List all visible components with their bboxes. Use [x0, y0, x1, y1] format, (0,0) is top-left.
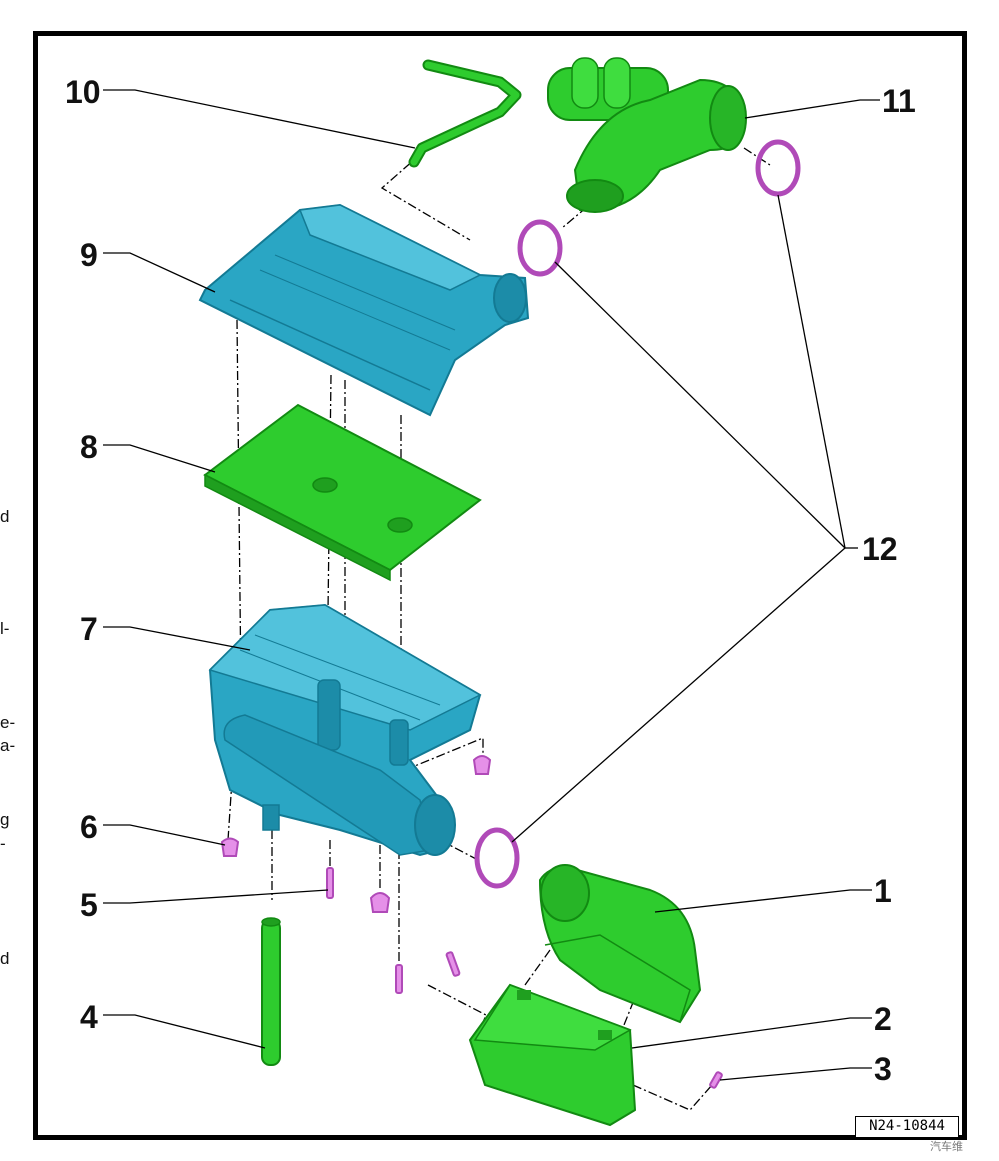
- part-4-drain-tube: [261, 917, 281, 1066]
- part-10-breather-hose: [408, 59, 522, 168]
- assembly-line: [380, 151, 471, 241]
- leader-lines: [103, 89, 880, 1081]
- leader-line-12: [777, 194, 846, 549]
- clips: [220, 139, 801, 1089]
- assembly-line: [427, 984, 487, 1031]
- part-7-lower-housing: [208, 603, 482, 857]
- assembly-line: [236, 319, 242, 691]
- screw-6: [220, 837, 240, 857]
- screw-3: [709, 1071, 723, 1089]
- leader-line-7: [103, 626, 251, 651]
- callout-3: 3: [874, 1051, 892, 1087]
- clip: [472, 755, 492, 775]
- callout-10: 10: [65, 74, 101, 110]
- side-text-fragment: d: [0, 507, 10, 526]
- screw: [395, 964, 403, 994]
- leader-line-1: [654, 889, 872, 913]
- leader-line-4: [103, 1014, 266, 1049]
- callout-4: 4: [80, 999, 98, 1035]
- leader-line-12: [554, 261, 846, 549]
- callout-2: 2: [874, 1001, 892, 1037]
- part-1-intake-snorkel: [538, 864, 702, 1024]
- side-text-fragment: g: [0, 810, 10, 829]
- leader-line-10: [103, 89, 416, 149]
- clip: [369, 892, 391, 913]
- callout-5: 5: [80, 887, 98, 923]
- callout-6: 6: [80, 809, 98, 845]
- side-text-fragment: l-: [0, 619, 10, 638]
- side-text-fragment: a-: [0, 736, 16, 755]
- hose-clamp: [474, 827, 520, 889]
- callout-7: 7: [80, 611, 98, 647]
- leader-line-5: [103, 889, 329, 904]
- watermark: 汽车维: [930, 1140, 963, 1153]
- leader-line-8: [103, 444, 216, 473]
- assembly-line: [524, 949, 551, 986]
- side-text-fragment: e-: [0, 713, 16, 732]
- part-11-intake-duct: [547, 57, 747, 213]
- leader-line-6: [103, 824, 226, 846]
- screw: [445, 951, 461, 977]
- callout-11: 11: [882, 83, 916, 119]
- side-text-fragment: d: [0, 949, 10, 968]
- part-9-upper-housing: [198, 203, 530, 417]
- assembly-line: [227, 779, 233, 841]
- leader-line-3: [719, 1067, 872, 1081]
- diagram-frame: [33, 31, 967, 1140]
- part-2-resonator: [468, 983, 637, 1127]
- leader-line-11: [744, 99, 880, 119]
- hose-clamp: [517, 219, 563, 277]
- hose-clamp: [755, 139, 801, 197]
- part-8-filter-element: [203, 403, 482, 582]
- assembly-line: [743, 147, 771, 166]
- side-text-fragment: -: [0, 834, 6, 853]
- callout-1: 1: [874, 873, 892, 909]
- screw-5: [326, 867, 334, 899]
- callout-9: 9: [80, 237, 98, 273]
- leader-line-2: [631, 1017, 872, 1049]
- leader-line-12: [511, 547, 846, 843]
- reference-code-box: N24-10844: [855, 1116, 959, 1138]
- assembly-line: [632, 1084, 713, 1111]
- callout-8: 8: [80, 429, 98, 465]
- leader-line-9: [103, 252, 216, 293]
- callout-12: 12: [862, 531, 898, 567]
